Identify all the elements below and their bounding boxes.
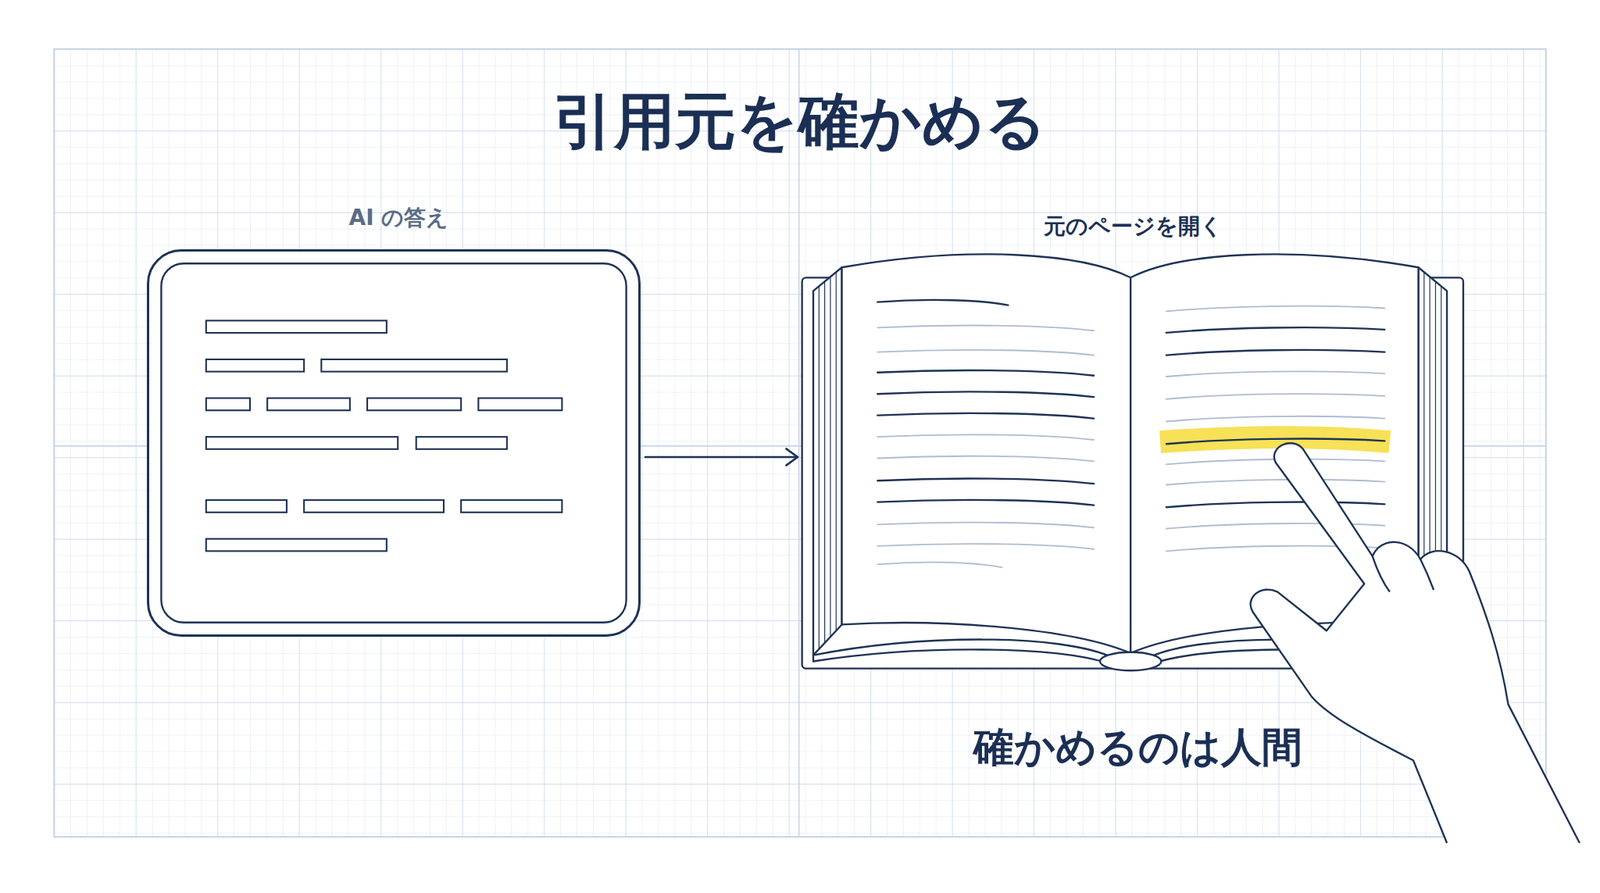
- book-page: 元のページを開く: [802, 277, 1464, 668]
- answer-screen: AI の答え: [146, 249, 641, 637]
- node-heading: 元のページを開く: [646, 211, 1600, 242]
- note-label: 確かめるのは人間: [973, 720, 1303, 775]
- grid-paper: [53, 49, 1547, 837]
- node-heading: AI の答え: [3, 203, 795, 233]
- answer-text-lines: [146, 249, 641, 637]
- pointing-hand: [1250, 442, 1580, 843]
- flow-arrow: [645, 448, 798, 465]
- title: 引用元を確かめる: [0, 81, 1600, 164]
